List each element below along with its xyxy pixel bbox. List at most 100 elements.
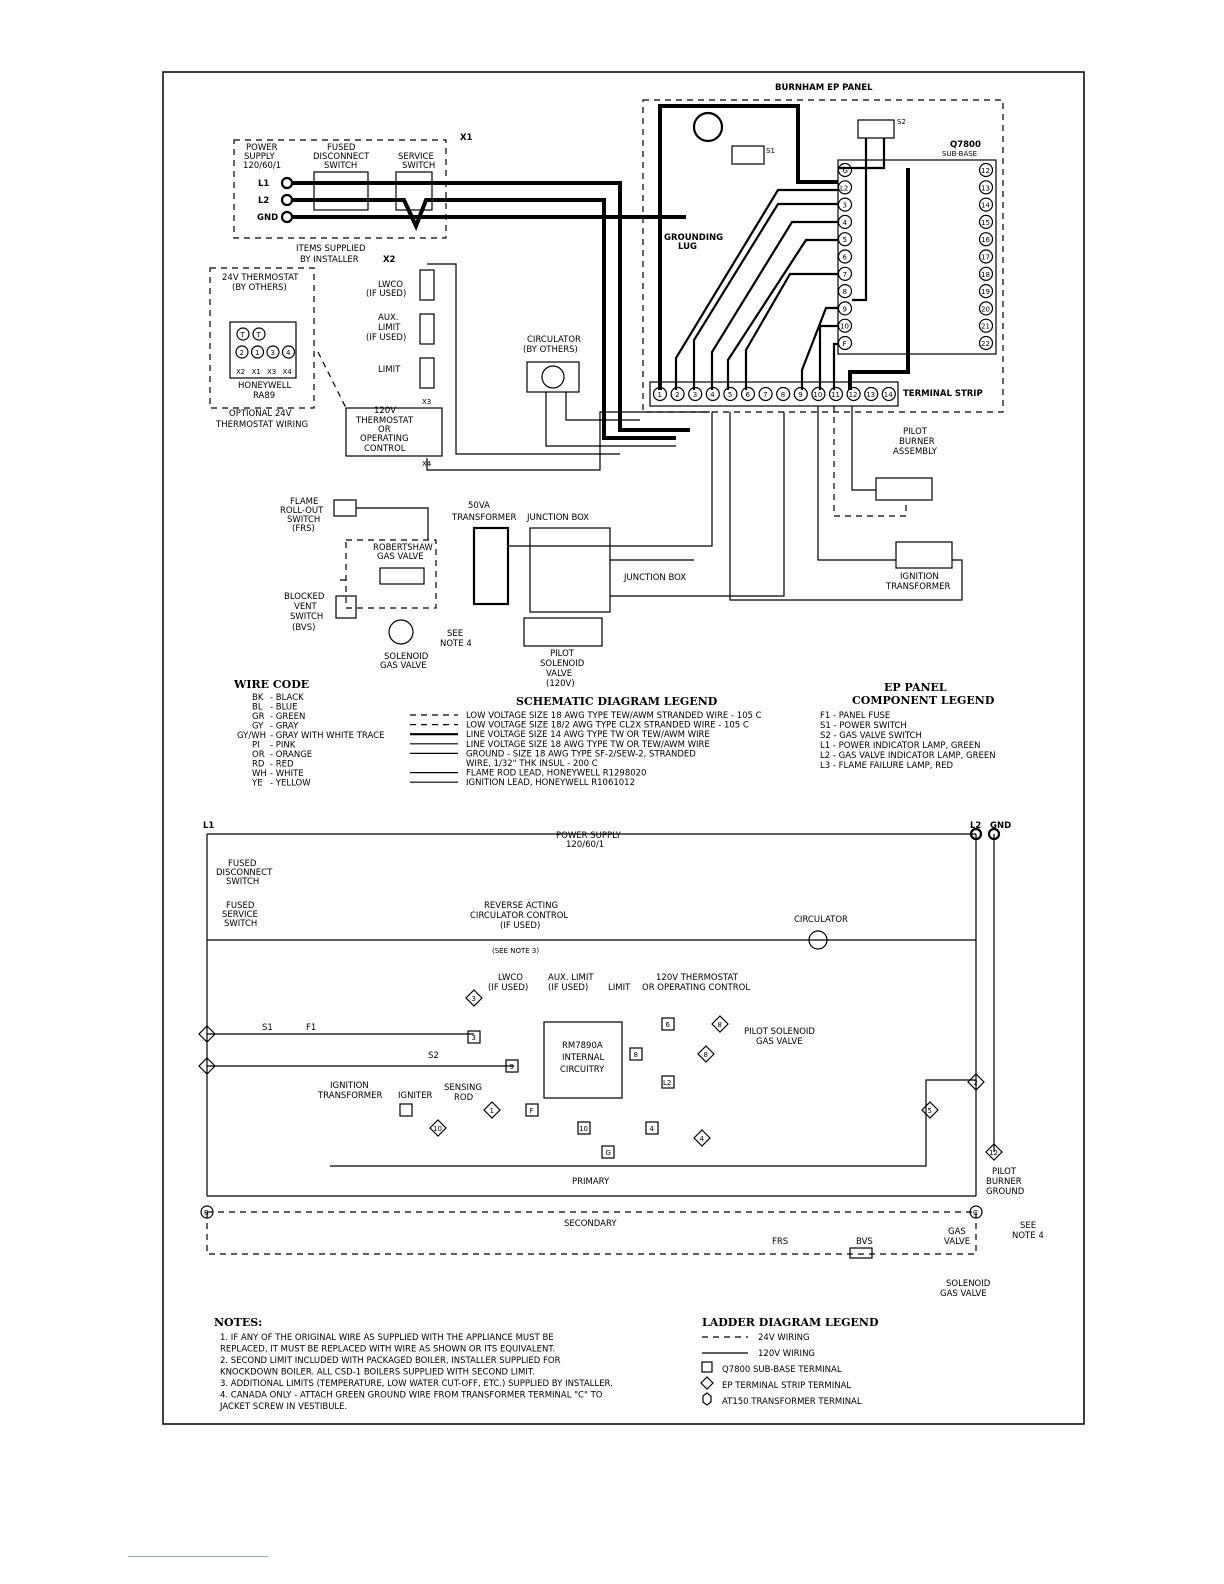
ladder-subbase-label: 4 (650, 1125, 655, 1133)
thermostat-num-label: 1 (255, 349, 259, 357)
note-item: JACKET SCREW IN VESTIBULE. (219, 1402, 347, 1412)
strip-terminal-circle (793, 386, 808, 402)
thermostat-title-2: (BY OTHERS) (232, 283, 287, 293)
pilot-solenoid-valve (523, 617, 603, 647)
ladder-strip-diamond (465, 989, 483, 1007)
thermostat-t-terminal (252, 327, 266, 341)
ladder-subbase-square (577, 1121, 591, 1135)
aux-limit-switch (419, 313, 435, 345)
fused-disconnect-switch (313, 171, 369, 211)
ep-legend: EP PANEL COMPONENT LEGEND F1 - PANEL FUS… (820, 681, 996, 771)
transformer-label: 50VA (468, 501, 490, 511)
ladder-subbase-square (505, 1059, 519, 1073)
gas-valve-area: FLAME ROLL-OUT SWITCH (FRS) ROBERTSHAW G… (280, 412, 785, 689)
aux-ladder-2: (IF USED) (548, 983, 588, 993)
ra89-base (229, 321, 297, 379)
ladder-strip-diamond (967, 1073, 985, 1091)
subbase-terminal-circle (978, 318, 994, 333)
frs-label-4: (FRS) (292, 524, 315, 534)
s1-switch (731, 145, 765, 165)
subbase-terminal-circle (978, 197, 994, 212)
circulator: CIRCULATOR (BY OTHERS) (523, 335, 676, 447)
lwco-ladder-2: (IF USED) (488, 983, 528, 993)
power-thick-wires (292, 181, 690, 440)
ladder-subbase-label: 10 (579, 1125, 588, 1133)
ladder-subbase-square (645, 1121, 659, 1135)
thermostat-boundary (209, 267, 315, 409)
left-wires (340, 412, 785, 597)
pilot-valve-label-3: VALVE (546, 669, 572, 679)
schematic-legend-item: FLAME ROD LEAD, HONEYWELL R1298020 (466, 769, 646, 779)
fused-serv-3: SWITCH (224, 919, 257, 929)
ladder-strip-label: 4 (700, 1135, 705, 1143)
legend-square-sample (701, 1361, 713, 1373)
ladder-strip-label: 8 (718, 1021, 722, 1029)
strip-terminal-label: 6 (746, 391, 751, 399)
wire-code-abbr: YE (251, 779, 263, 789)
reverse-2: CIRCULATOR CONTROL (470, 911, 568, 921)
wire-code-abbr: BK (252, 693, 264, 703)
see-note4-label-2: NOTE 4 (440, 639, 472, 649)
ladder-subbase-label: 6 (666, 1021, 671, 1029)
ep-legend-item: S1 - POWER SWITCH (820, 721, 907, 731)
l2-node (969, 827, 983, 841)
pilot-burner-body (875, 477, 933, 501)
strip-terminal-label: 9 (798, 391, 802, 399)
aux-label-3: (IF USED) (366, 333, 406, 343)
legend-hex-sample (702, 1392, 712, 1406)
circulator-box (526, 361, 580, 393)
optional-label-2: THERMOSTAT WIRING (215, 420, 308, 430)
ladder-strip-label: 10 (433, 1125, 442, 1133)
supplied-label-2: BY INSTALLER (300, 255, 359, 265)
subbase-terminal-label: 17 (981, 254, 990, 262)
s1-label: S1 (766, 147, 775, 155)
ladder-l2: L2 (970, 821, 981, 831)
thermostat-num-terminal (281, 345, 296, 359)
sol-gas-ladder: SOLENOID (946, 1279, 991, 1289)
grounding-lug-label-2: LUG (678, 242, 697, 252)
ign-xfmr-label-2: TRANSFORMER (885, 582, 951, 592)
circulator-motor (541, 365, 565, 389)
limit-chain: LWCO (IF USED) AUX. LIMIT (IF USED) LIMI… (317, 263, 710, 471)
subbase-terminal-circle (978, 335, 994, 351)
thermostat-t-terminal (236, 327, 250, 341)
service-switch (395, 171, 433, 211)
pilot-valve-label-4: (120V) (546, 679, 575, 689)
power-supply-label-2: SUPPLY (244, 152, 275, 162)
thermostat-x-label: X3 (267, 368, 276, 376)
gas-valve-label: ROBERTSHAW (373, 543, 433, 553)
ladder-legend-item: 120V WIRING (758, 1349, 815, 1359)
ep-legend-item: L2 - GAS VALVE INDICATOR LAMP, GREEN (820, 751, 996, 761)
ladder-power: POWER SUPPLY (556, 831, 622, 841)
subbase-terminal-label: 19 (981, 288, 990, 296)
ladder-strip-diamond (697, 1045, 715, 1063)
r-terminal (200, 1205, 214, 1219)
aux-label: AUX. (378, 313, 399, 323)
subbase-terminal-circle (837, 214, 853, 229)
strip-terminal-circle (846, 386, 861, 402)
circulator-label: CIRCULATOR (527, 335, 581, 345)
note-item: 3. ADDITIONAL LIMITS (TEMPERATURE, LOW W… (220, 1379, 613, 1389)
ep-legend-item: F1 - PANEL FUSE (820, 711, 890, 721)
s2-ladder: S2 (428, 1051, 439, 1061)
subbase-terminal-circle (978, 232, 994, 247)
l2-label: L2 (258, 196, 269, 206)
rm-2: INTERNAL (562, 1053, 605, 1063)
thermostat120-1: 120V (374, 406, 396, 416)
subbase-terminal-label: 6 (843, 254, 848, 262)
thermostat-t-label: T (240, 331, 246, 339)
wire-code-title: WIRE CODE (233, 678, 309, 691)
gas-valve-ladder: GAS (948, 1227, 966, 1237)
robertshaw-box (345, 539, 437, 609)
subbase-terminal-circle (837, 284, 853, 299)
reverse-1: REVERSE ACTING (484, 901, 558, 911)
pilot-sol-ladder-2: GAS VALVE (756, 1037, 803, 1047)
strip-terminal-circle (688, 386, 703, 402)
schematic-legend-item: GROUND - SIZE 18 AWG TYPE SF-2/SEW-2, ST… (466, 749, 696, 759)
pilot-valve-label: PILOT (550, 649, 575, 659)
bvs-label-3: SWITCH (290, 612, 323, 622)
